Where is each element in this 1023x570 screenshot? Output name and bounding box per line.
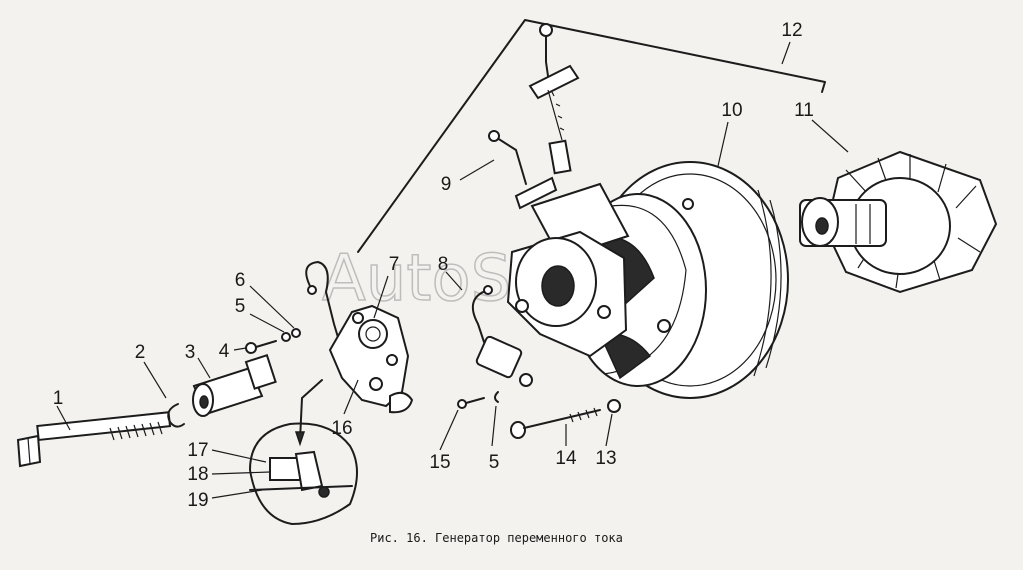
- alternator-housing-part: [506, 161, 789, 399]
- callout-14: 14: [555, 448, 577, 469]
- screw-15-part: [457, 397, 485, 409]
- through-bolt-part: [16, 411, 172, 468]
- callout-7: 7: [389, 254, 400, 275]
- washer-part: [281, 332, 291, 342]
- callout-5-bottom: 5: [489, 452, 500, 473]
- callout-5-top: 5: [235, 296, 246, 317]
- tie-bolt-part: [510, 407, 601, 439]
- callout-15: 15: [429, 452, 450, 473]
- callout-16: 16: [331, 418, 352, 439]
- callout-9: 9: [441, 174, 452, 195]
- capacitor-part: [471, 285, 533, 387]
- callout-13: 13: [595, 448, 616, 469]
- rotor-part: [799, 150, 998, 294]
- callout-19: 19: [187, 490, 208, 511]
- lock-ring-part: [291, 328, 301, 338]
- callout-18: 18: [187, 464, 208, 485]
- assembly-bracket: [357, 19, 826, 253]
- callout-17: 17: [187, 440, 208, 461]
- callout-10: 10: [721, 100, 742, 121]
- callout-12: 12: [781, 20, 802, 41]
- callout-6: 6: [235, 270, 246, 291]
- brush-plate-part: [305, 261, 414, 414]
- brush-lead-part: [488, 130, 527, 185]
- nut-coupling-part: [192, 353, 277, 417]
- figure-caption: Рис. 16. Генератор переменного тока: [370, 531, 623, 545]
- washer-13-part: [607, 399, 621, 413]
- callout-4: 4: [219, 341, 230, 362]
- detail-view: [249, 422, 358, 525]
- callout-2: 2: [135, 342, 146, 363]
- detail-arrow: [294, 379, 323, 447]
- leader-lines: [56, 119, 849, 499]
- callout-3: 3: [185, 342, 196, 363]
- small-screw-part: [245, 340, 277, 354]
- spring-washer-part: [167, 403, 185, 428]
- washer-5-part: [494, 391, 499, 403]
- callout-8: 8: [438, 254, 449, 275]
- callout-1: 1: [53, 388, 64, 409]
- brush-terminal-part: [528, 23, 580, 175]
- callout-11: 11: [794, 100, 814, 121]
